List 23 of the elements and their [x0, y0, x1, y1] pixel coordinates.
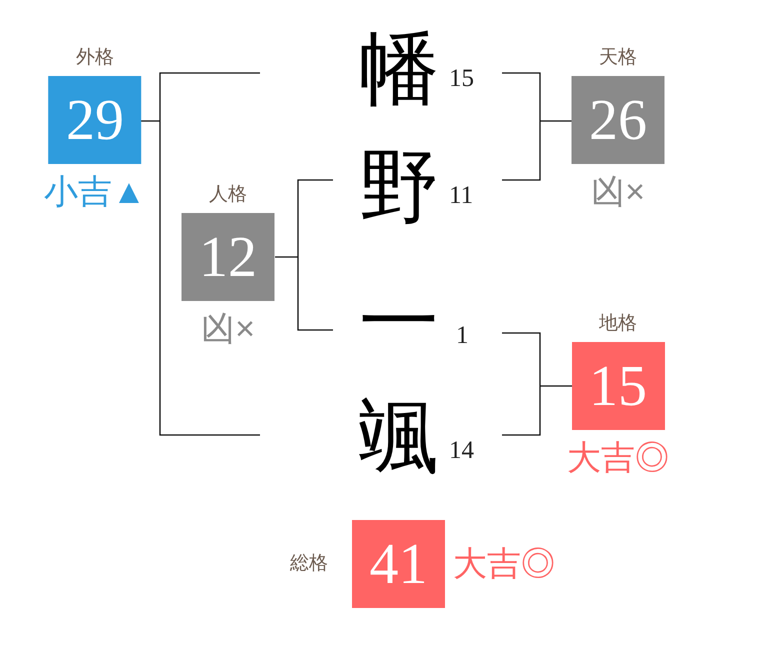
score-box: 29 — [48, 76, 142, 164]
stroke-count: 11 — [449, 183, 474, 208]
stroke-count: 15 — [449, 66, 474, 91]
fortune-label: 大吉◎ — [453, 544, 555, 584]
heading: 地格 — [599, 314, 637, 334]
kanji-character: 颯 — [359, 398, 439, 478]
stroke-count: 1 — [456, 323, 468, 348]
stroke-count: 14 — [449, 438, 474, 463]
kanji-character: 一 — [359, 283, 439, 363]
kanji-character: 幡 — [359, 30, 439, 110]
heading: 総格 — [290, 554, 328, 574]
fortune-label: 凶× — [591, 172, 645, 212]
kanji-character: 野 — [359, 148, 439, 228]
score-box: 41 — [352, 520, 445, 608]
fortune-label: 凶× — [201, 309, 255, 349]
score-box: 12 — [182, 213, 274, 301]
fortune-label: 小吉▲ — [44, 172, 146, 212]
heading: 外格 — [76, 48, 114, 68]
score-box: 15 — [572, 342, 664, 430]
fortune-label: 大吉◎ — [567, 438, 669, 478]
heading: 天格 — [599, 48, 637, 68]
heading: 人格 — [209, 185, 247, 205]
score-box: 26 — [572, 76, 664, 164]
